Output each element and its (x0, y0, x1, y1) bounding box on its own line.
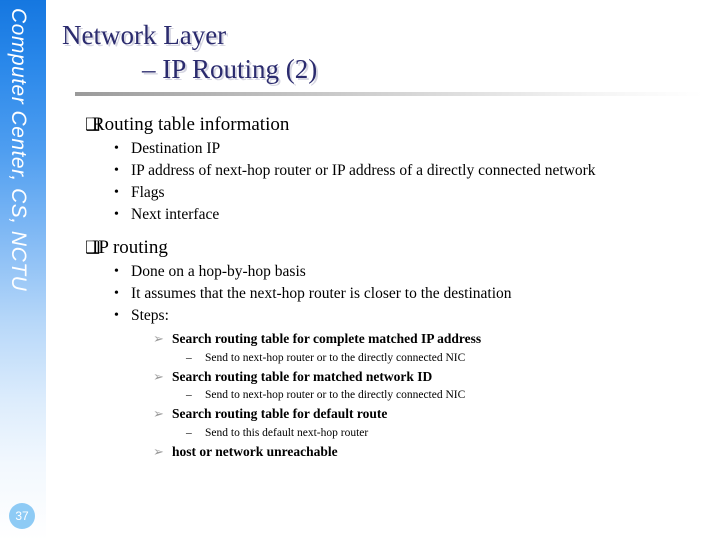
list-item-text: Flags (131, 184, 165, 201)
sidebar-vertical-label: Computer Center, CS, NCTU (0, 0, 46, 340)
title-line-2: – IP Routing (2) (142, 54, 318, 84)
list-item: • Done on a hop-by-hop basis (62, 262, 712, 282)
step-label: host or network unreachable (172, 443, 338, 459)
step-detail: – Send to next-hop router or to the dire… (62, 350, 712, 367)
square-bullet-icon: ❑ (85, 238, 101, 257)
list-item-text: It assumes that the next-hop router is c… (131, 285, 512, 302)
slide-body: ❑ Routing table information • Destinatio… (62, 108, 712, 461)
arrow-bullet-icon: ➢ (153, 368, 164, 384)
step-detail: – Send to next-hop router or to the dire… (62, 387, 712, 404)
section-heading-routing-table: ❑ Routing table information (62, 112, 712, 137)
dash-bullet-icon: – (186, 351, 192, 364)
step-detail-text: Send to next-hop router or to the direct… (205, 389, 466, 401)
title-line-1: Network Layer (62, 20, 227, 50)
list-item-text: Done on a hop-by-hop basis (131, 263, 306, 280)
step-item: ➢ Search routing table for matched netwo… (62, 368, 712, 387)
page-number-badge: 37 (9, 503, 35, 529)
round-bullet-icon: • (114, 163, 119, 178)
dash-bullet-icon: – (186, 426, 192, 439)
round-bullet-icon: • (114, 141, 119, 156)
sidebar-label-text: Computer Center, CS, NCTU (7, 8, 30, 292)
step-label: Search routing table for complete matche… (172, 331, 482, 346)
sidebar-gradient-band: Computer Center, CS, NCTU 37 (0, 0, 46, 540)
slide-title: Network Layer – IP Routing (2) (62, 18, 707, 86)
list-item-text: Destination IP (131, 140, 221, 157)
list-item: • Steps: (62, 306, 712, 326)
list-item-text: IP address of next-hop router or IP addr… (131, 162, 596, 179)
step-item: ➢ Search routing table for complete matc… (62, 330, 712, 349)
list-item: • Next interface (62, 205, 712, 225)
round-bullet-icon: • (114, 185, 119, 200)
section-heading-text: Routing table information (92, 114, 290, 135)
step-label: Search routing table for matched network… (172, 368, 433, 384)
section-heading-text: IP routing (92, 237, 168, 258)
list-item: • Flags (62, 183, 712, 203)
step-label: Search routing table for default route (172, 406, 388, 421)
round-bullet-icon: • (114, 286, 119, 301)
step-item: ➢ Search routing table for default route (62, 405, 712, 424)
step-detail: – Send to this default next-hop router (62, 425, 712, 442)
round-bullet-icon: • (114, 207, 119, 222)
list-item-text: Steps: (131, 307, 169, 324)
list-item: • Destination IP (62, 139, 712, 159)
square-bullet-icon: ❑ (85, 115, 101, 134)
round-bullet-icon: • (114, 264, 119, 279)
step-detail-text: Send to next-hop router or to the direct… (205, 351, 466, 364)
list-item-text: Next interface (131, 206, 220, 223)
round-bullet-icon: • (114, 308, 119, 323)
arrow-bullet-icon: ➢ (153, 331, 164, 346)
arrow-bullet-icon: ➢ (153, 406, 164, 421)
dash-bullet-icon: – (186, 389, 192, 401)
arrow-bullet-icon: ➢ (153, 443, 164, 459)
list-item: • It assumes that the next-hop router is… (62, 284, 712, 304)
section-heading-ip-routing: ❑ IP routing (62, 235, 712, 260)
title-divider-rule (75, 92, 703, 96)
step-item: ➢ host or network unreachable (62, 443, 712, 462)
list-item: • IP address of next-hop router or IP ad… (62, 161, 712, 181)
step-detail-text: Send to this default next-hop router (205, 426, 369, 439)
